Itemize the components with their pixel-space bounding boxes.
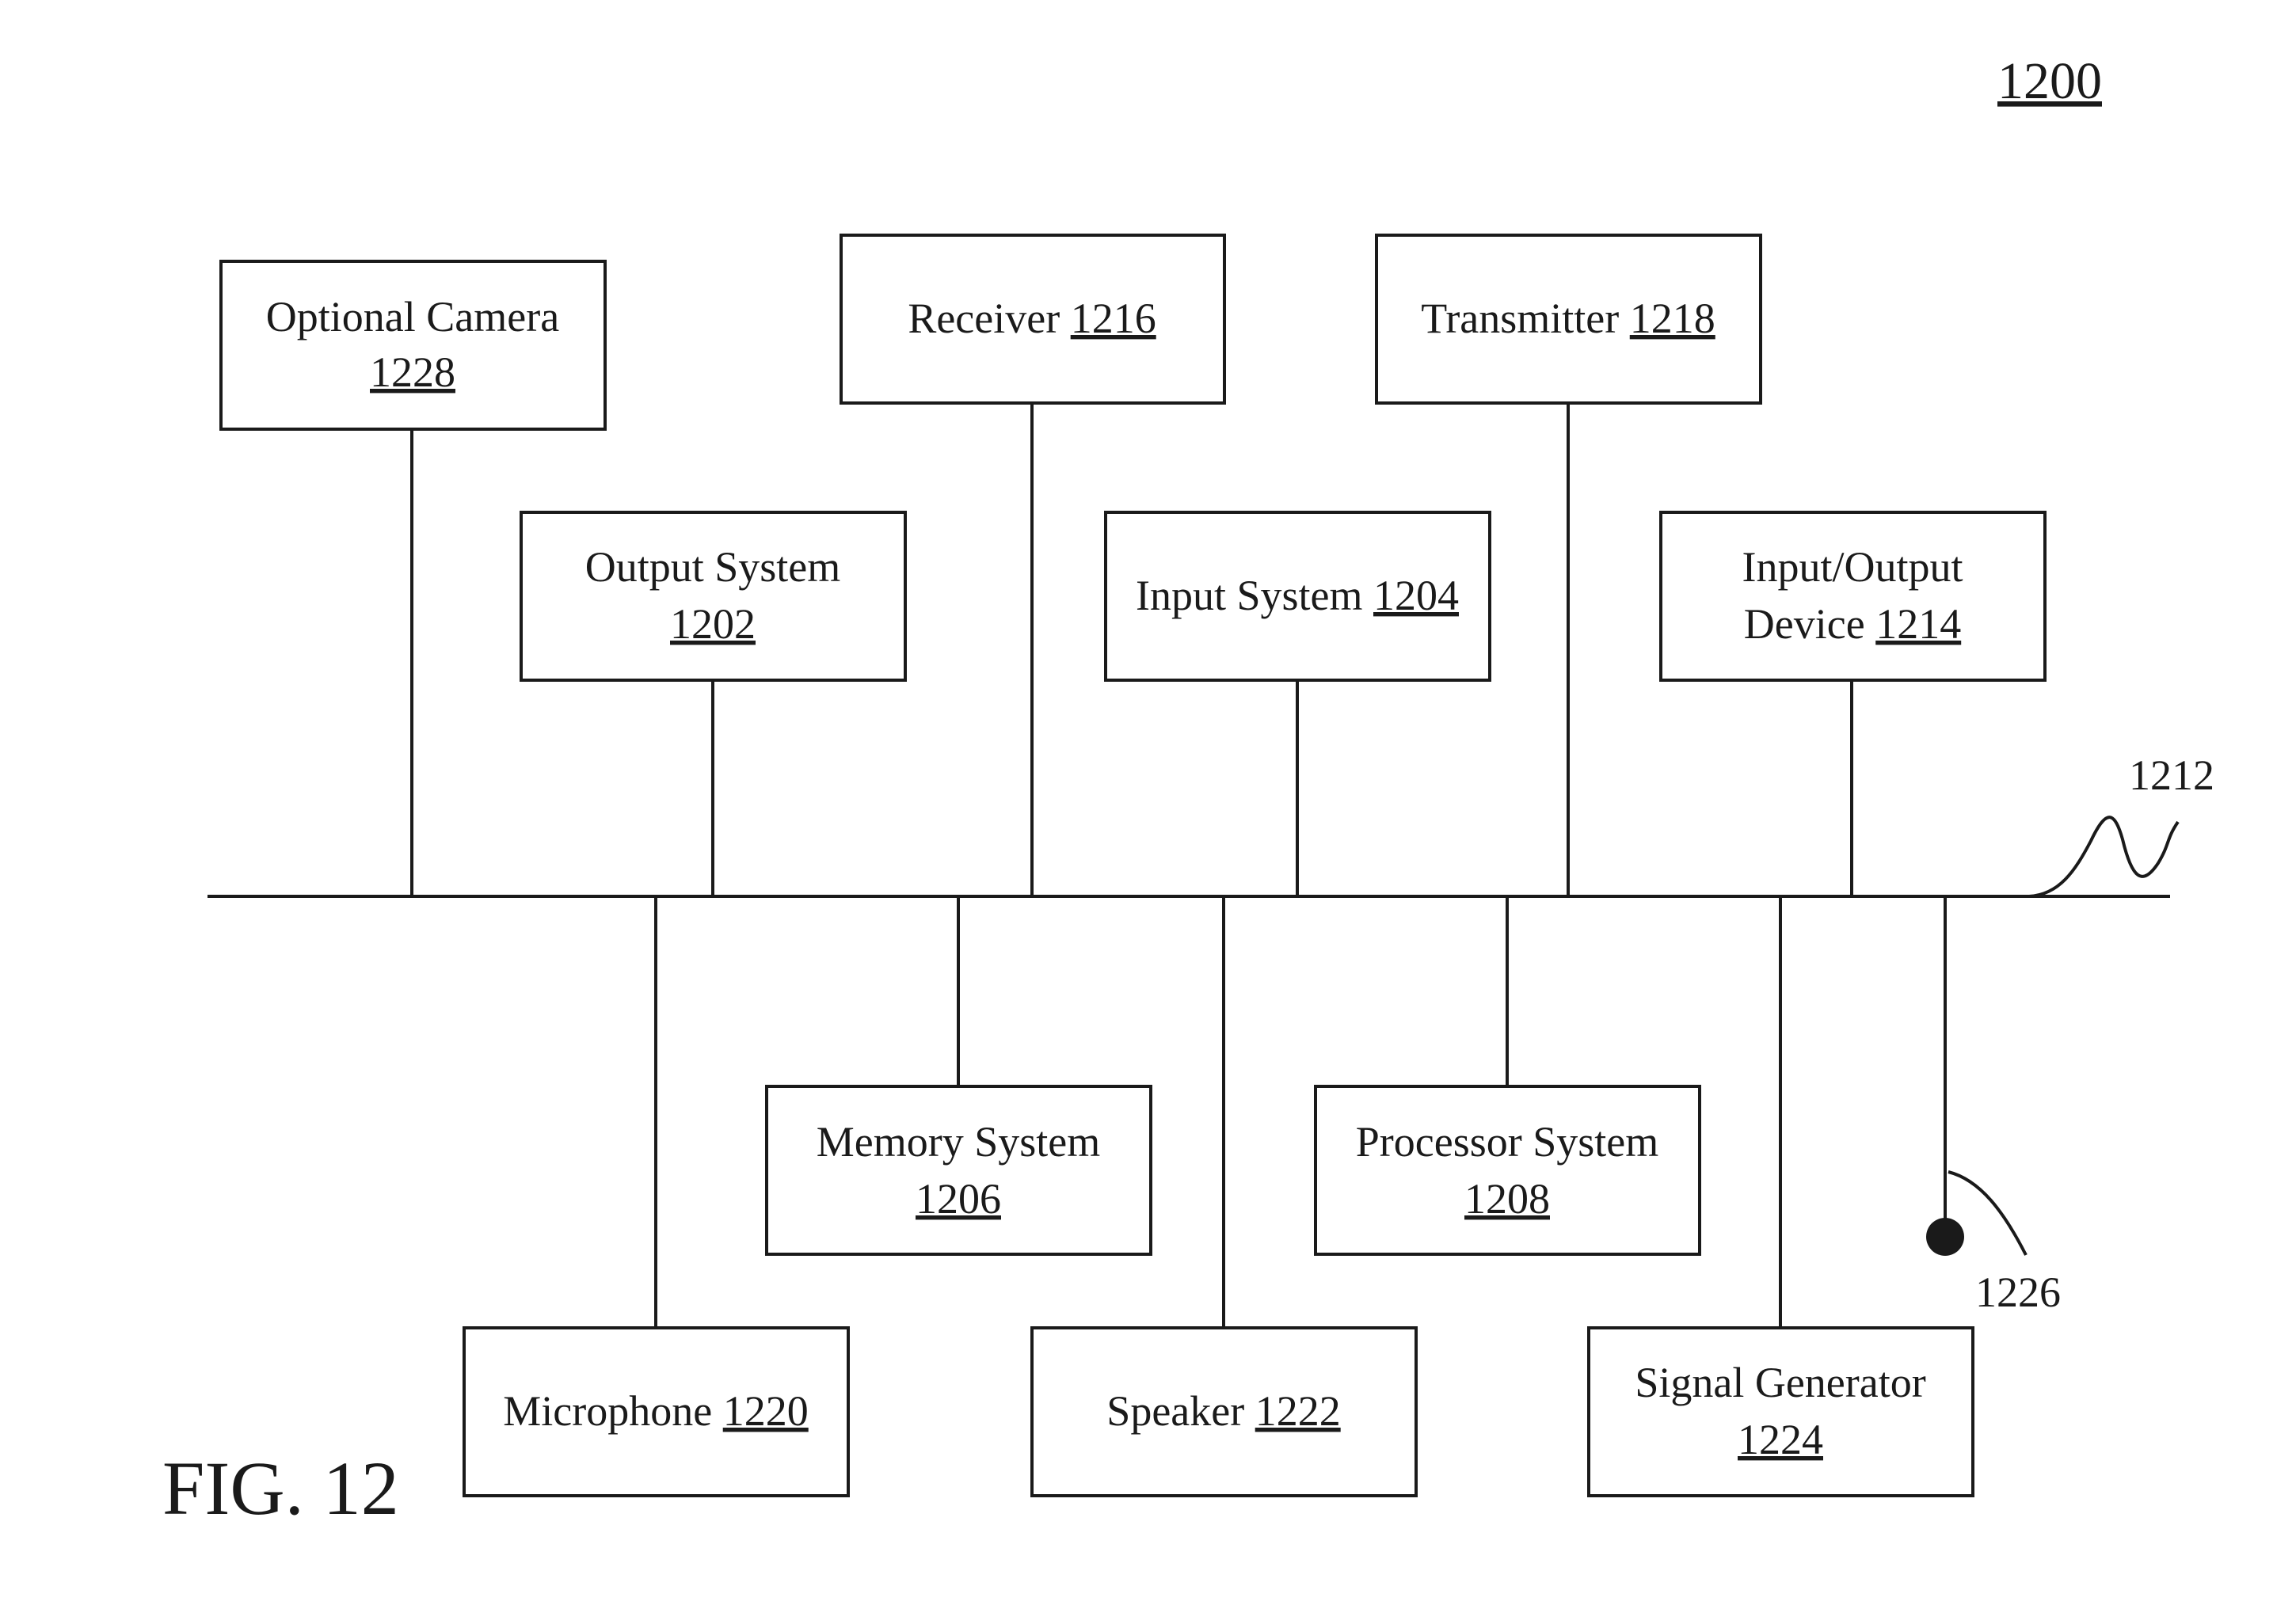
speaker-label: Speaker 1222 [1106, 1387, 1340, 1435]
processor-system-label: Processor System [1356, 1118, 1658, 1166]
receiver-label: Receiver 1216 [908, 295, 1156, 342]
speaker-block: Speaker 1222 [1032, 1328, 1416, 1496]
bus-label: 1212 [2129, 751, 2214, 799]
io-device-label-line1: Input/Output [1742, 543, 1963, 591]
node-label: 1226 [1975, 1268, 2061, 1316]
output-system-block: Output System 1202 [521, 512, 905, 680]
signal-generator-label: Signal Generator [1635, 1359, 1925, 1406]
input-system-label: Input System 1204 [1136, 572, 1459, 619]
optional-camera-label: Optional Camera [266, 293, 559, 340]
microphone-label: Microphone 1220 [503, 1387, 808, 1435]
memory-system-label: Memory System [817, 1118, 1101, 1166]
figure-caption: FIG. 12 [162, 1446, 399, 1531]
memory-system-ref: 1206 [916, 1175, 1001, 1223]
signal-generator-block: Signal Generator 1224 [1589, 1328, 1973, 1496]
microphone-block: Microphone 1220 [464, 1328, 848, 1496]
microphone-ref: 1220 [723, 1387, 809, 1435]
io-device-ref: 1214 [1875, 600, 1961, 648]
transmitter-label: Transmitter 1218 [1421, 295, 1715, 342]
bus-callout-leader [2029, 817, 2178, 896]
node-dot [1926, 1218, 1964, 1256]
speaker-ref: 1222 [1255, 1387, 1341, 1435]
memory-system-block: Memory System 1206 [767, 1086, 1151, 1254]
transmitter-block: Transmitter 1218 [1376, 235, 1761, 403]
optional-camera-ref: 1228 [370, 348, 455, 396]
receiver-ref: 1216 [1071, 295, 1156, 342]
output-system-ref: 1202 [670, 600, 756, 648]
processor-system-ref: 1208 [1464, 1175, 1550, 1223]
io-device-block: Input/Output Device 1214 [1661, 512, 2045, 680]
figure-number: 1200 [1997, 52, 2102, 110]
optional-camera-block: Optional Camera 1228 [221, 261, 605, 429]
input-system-ref: 1204 [1373, 572, 1459, 619]
transmitter-ref: 1218 [1630, 295, 1715, 342]
receiver-block: Receiver 1216 [841, 235, 1224, 403]
signal-generator-ref: 1224 [1738, 1416, 1823, 1463]
io-device-label-line2: Device 1214 [1744, 600, 1961, 648]
input-system-block: Input System 1204 [1106, 512, 1490, 680]
processor-system-block: Processor System 1208 [1316, 1086, 1700, 1254]
output-system-label: Output System [585, 543, 841, 591]
